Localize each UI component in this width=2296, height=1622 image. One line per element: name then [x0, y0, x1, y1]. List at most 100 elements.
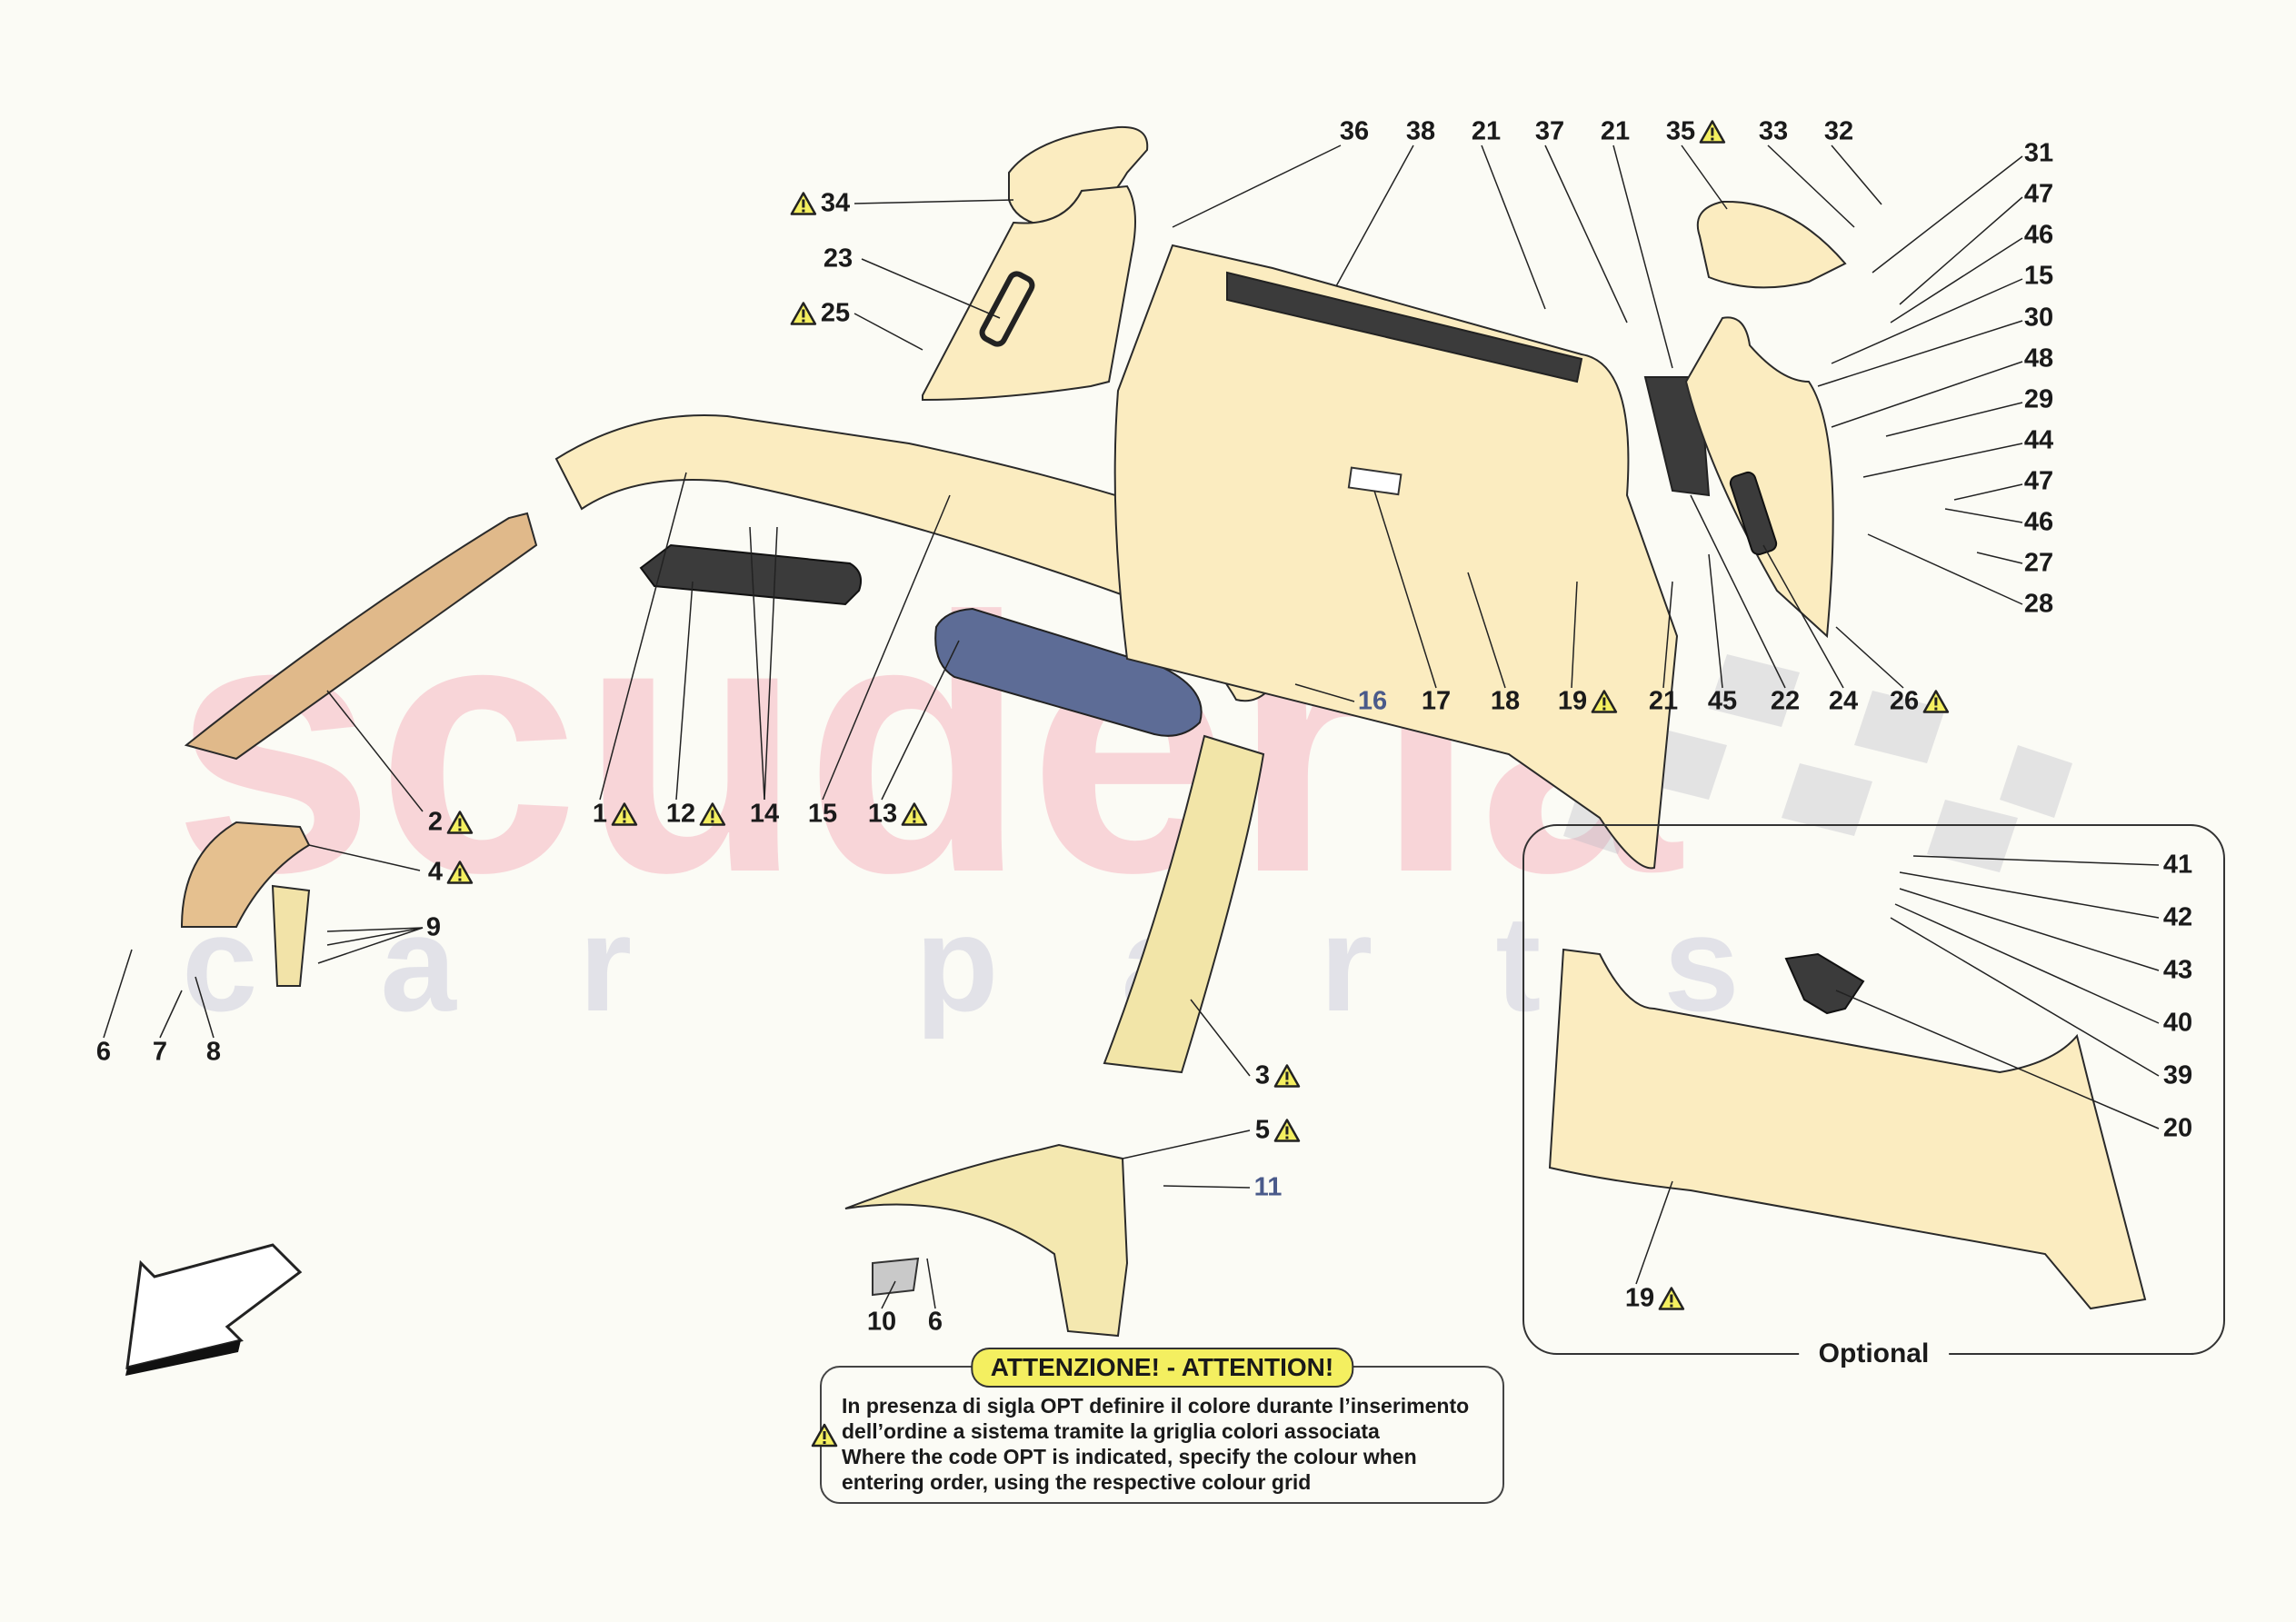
optional-panel-title: Optional [1798, 1338, 1950, 1369]
callout-36: 36 [1339, 116, 1370, 146]
callout-2: 2 [427, 807, 474, 837]
callout-19: 19 [1557, 686, 1618, 716]
callout-number: 20 [2162, 1113, 2193, 1143]
callout-43: 43 [2162, 955, 2193, 985]
direction-arrow-icon [125, 1243, 303, 1376]
callout-5: 5 [1255, 1117, 1301, 1144]
callout-47: 47 [2023, 466, 2054, 496]
callout-45: 45 [1707, 686, 1738, 716]
callout-number: 43 [2162, 955, 2193, 985]
callout-number: 47 [2023, 179, 2054, 209]
callout-7: 7 [152, 1037, 168, 1067]
callout-1: 1 [593, 801, 638, 828]
warning-icon [699, 802, 726, 826]
part-2-pillar-trim [184, 512, 538, 761]
part-4-side-trim [180, 821, 311, 928]
callout-number: 4 [427, 857, 444, 887]
attention-line: entering order, using the respective col… [842, 1470, 1312, 1494]
callout-number: 47 [2023, 466, 2054, 496]
callout-26: 26 [1889, 686, 1950, 716]
part-26-side-trim [1684, 316, 1834, 639]
callout-46: 46 [2023, 507, 2054, 537]
part-12-dark-panel [639, 543, 862, 606]
callout-number: 45 [1707, 686, 1738, 716]
callout-4: 4 [427, 857, 474, 887]
callout-number: 16 [1357, 686, 1388, 716]
callout-21: 21 [1601, 118, 1630, 145]
callout-number: 28 [2023, 589, 2054, 619]
part-19-rear-panel [1113, 244, 1679, 870]
callout-number: 36 [1339, 116, 1370, 146]
callout-number: 37 [1534, 116, 1565, 146]
attention-title: ATTENZIONE! - ATTENTION! [970, 1348, 1354, 1388]
callout-13: 13 [868, 801, 928, 828]
callout-12: 12 [666, 801, 726, 828]
callout-44: 44 [2024, 427, 2053, 454]
warning-icon [446, 861, 474, 884]
callout-number: 35 [1665, 116, 1696, 146]
callout-3: 3 [1255, 1062, 1301, 1090]
callout-number: 10 [866, 1307, 897, 1337]
callout-19: 19 [1625, 1285, 1685, 1312]
callout-number: 33 [1758, 116, 1789, 146]
leader-lines [103, 144, 2160, 1309]
callout-number: 39 [2162, 1060, 2193, 1090]
callout-number: 14 [749, 799, 780, 829]
callout-39: 39 [2162, 1060, 2193, 1090]
warning-icon [901, 802, 928, 826]
callout-number: 31 [2023, 138, 2054, 168]
callout-number: 38 [1405, 116, 1436, 146]
callout-41: 41 [2163, 851, 2192, 879]
part-19-optional-panel [1548, 948, 2147, 1310]
part-24-vent [1729, 471, 1778, 556]
callout-15: 15 [808, 801, 837, 828]
part-4-bracket [271, 884, 311, 987]
callout-17: 17 [1422, 688, 1451, 715]
callout-46: 46 [2024, 222, 2053, 249]
callout-number: 2 [427, 807, 444, 837]
callout-18: 18 [1491, 688, 1520, 715]
callout-number: 21 [1648, 686, 1679, 716]
callout-number: 21 [1471, 116, 1502, 146]
callout-32: 32 [1823, 116, 1854, 146]
callout-38: 38 [1405, 116, 1436, 146]
callout-number: 6 [95, 1037, 112, 1067]
callout-number: 7 [152, 1037, 168, 1067]
callout-10: 10 [867, 1309, 896, 1336]
part-20-dark-cover [1784, 952, 1865, 1015]
callout-number: 32 [1823, 116, 1854, 146]
callout-6: 6 [928, 1309, 943, 1336]
callout-22: 22 [1771, 688, 1800, 715]
callout-31: 31 [2023, 138, 2054, 168]
part-38-seal [1226, 271, 1583, 383]
callout-16: 16 [1357, 686, 1388, 716]
callout-number: 26 [1889, 686, 1920, 716]
callout-35: 35 [1665, 116, 1726, 146]
attention-body: In presenza di sigla OPT definire il col… [842, 1393, 1469, 1495]
callout-number: 23 [823, 244, 854, 274]
part-13-blue-panel [934, 607, 1203, 737]
callout-number: 27 [2023, 548, 2054, 578]
callout-number: 15 [807, 799, 838, 829]
callout-number: 8 [205, 1037, 222, 1067]
callout-27: 27 [2023, 548, 2054, 578]
callout-33: 33 [1758, 116, 1789, 146]
callout-21: 21 [1648, 686, 1679, 716]
warning-icon [1273, 1119, 1301, 1142]
callout-47: 47 [2023, 179, 2054, 209]
attention-note: ATTENZIONE! - ATTENTION! In presenza di … [811, 1348, 1504, 1504]
warning-icon [811, 1423, 838, 1448]
callout-25: 25 [790, 300, 850, 327]
callout-number: 30 [2023, 303, 2054, 333]
callout-number: 34 [820, 188, 851, 218]
callout-number: 1 [592, 799, 608, 829]
callout-28: 28 [2023, 589, 2054, 619]
warning-icon [1658, 1287, 1685, 1310]
callout-6: 6 [95, 1037, 112, 1067]
callout-number: 19 [1557, 686, 1588, 716]
warning-icon [1591, 690, 1618, 713]
callout-number: 13 [867, 799, 898, 829]
warning-icon [1273, 1064, 1301, 1088]
callout-number: 46 [2023, 507, 2054, 537]
callout-number: 29 [2023, 384, 2054, 414]
